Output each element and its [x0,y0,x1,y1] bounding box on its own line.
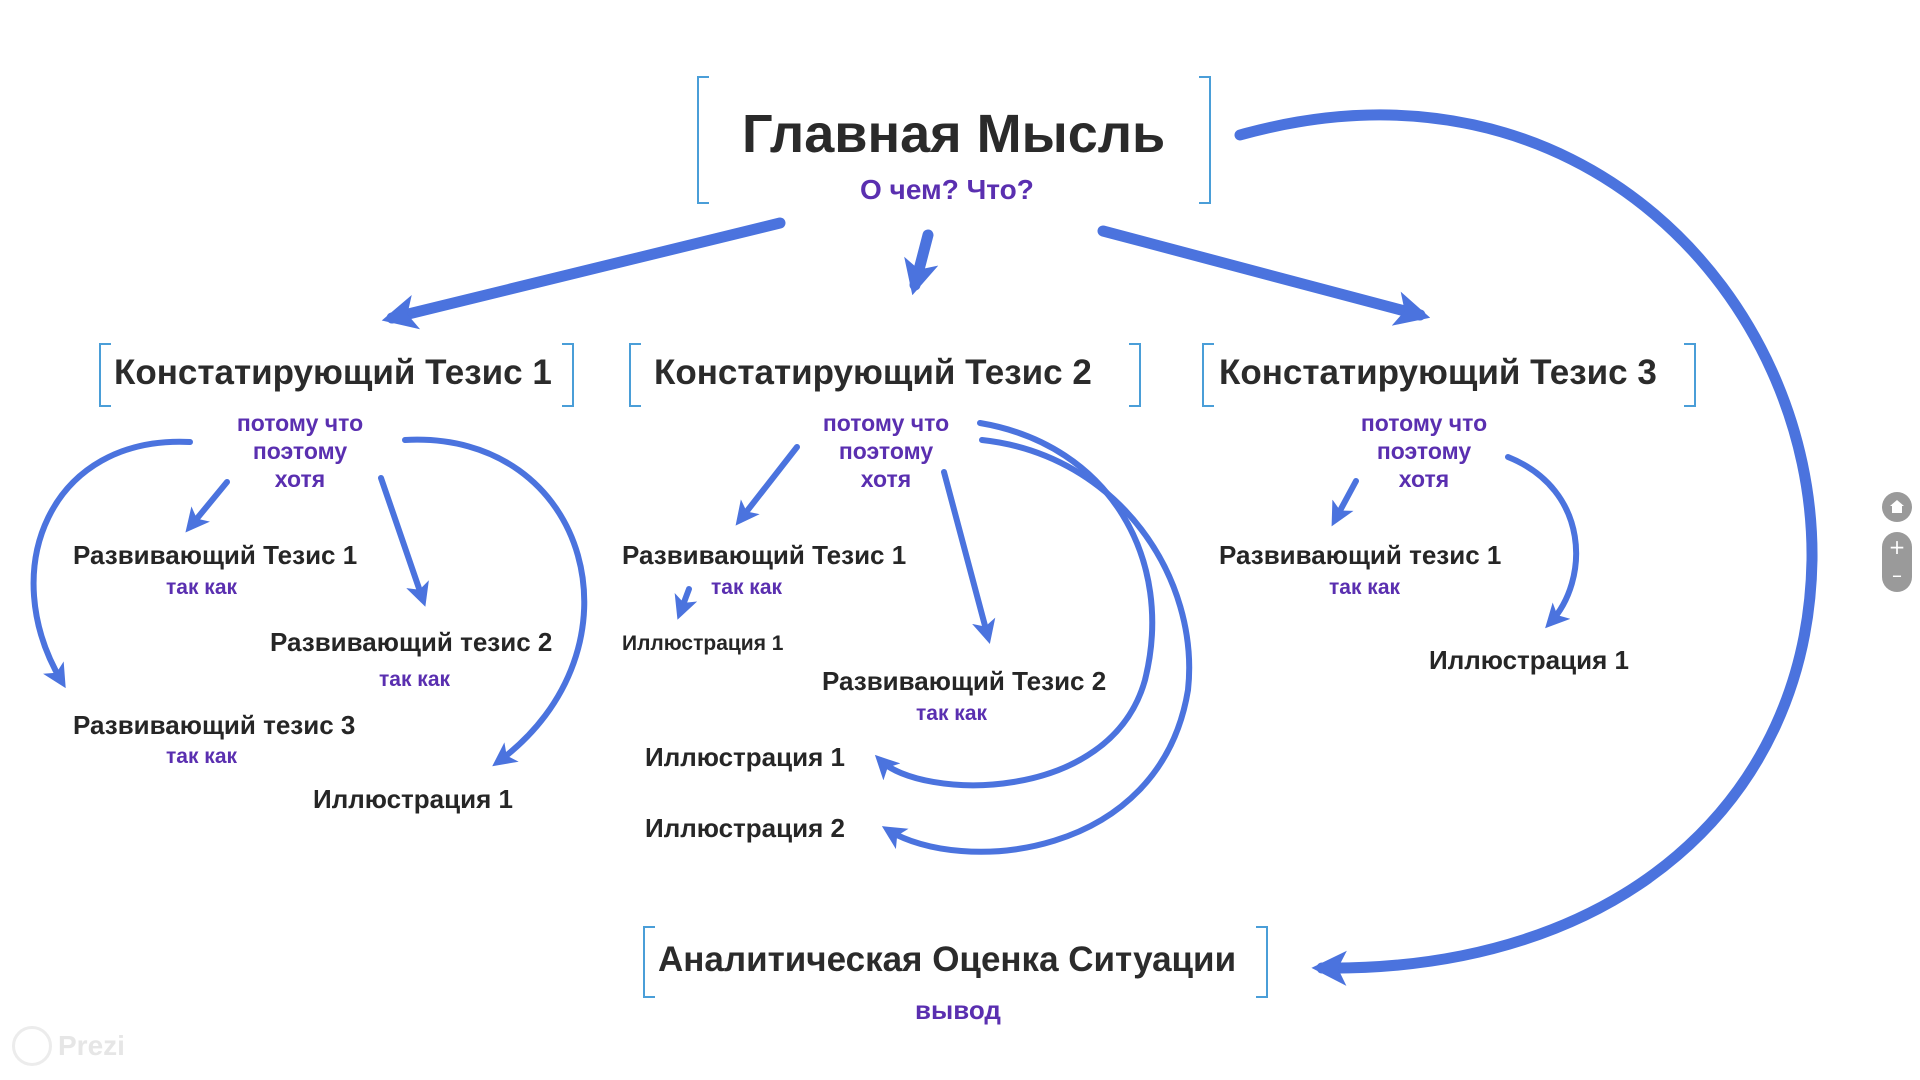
c1-dev-thesis-1-link: так как [166,576,238,599]
c3-dev-thesis-1-link: так как [1329,576,1401,599]
c2-dev-thesis-1: Развивающий Тезис 1 [622,540,907,570]
thesis-3-connectors: потому что поэтому хотя [1344,409,1504,493]
thesis-2-bracket-left [629,343,641,407]
c1-dev-thesis-2-link: так как [379,668,451,691]
connector-although: хотя [274,466,326,492]
arrow-c3-to-illus1 [1505,454,1580,629]
thesis-1-title: Констатирующий Тезис 1 [114,353,552,392]
home-button[interactable] [1882,492,1912,522]
thesis-2-connectors: потому что поэтому хотя [806,409,966,493]
arrow-c1-to-dev2 [378,475,429,607]
connector-although: хотя [1398,466,1450,492]
conclusion-title: Аналитическая Оценка Ситуации [658,940,1237,979]
main-bracket-right [1199,76,1211,204]
c2-illustration-2: Иллюстрация 2 [645,813,845,843]
connector-although: хотя [860,466,912,492]
c1-dev-thesis-3: Развивающий тезис 3 [73,710,356,740]
c1-illustration-1: Иллюстрация 1 [313,784,513,814]
c1-dev-thesis-1: Развивающий Тезис 1 [73,540,358,570]
c3-dev-thesis-1: Развивающий тезис 1 [1219,540,1502,570]
connector-because: потому что [236,410,364,436]
main-idea-title: Главная Мысль [742,104,1166,164]
c2-dev-thesis-1-link: так как [711,576,783,599]
thesis-2-title: Констатирующий Тезис 2 [654,353,1092,392]
connector-therefore: поэтому [252,438,348,464]
arrow-main-to-thesis-3 [1097,225,1431,326]
thesis-3-title: Констатирующий Тезис 3 [1219,353,1657,392]
thesis-2-bracket-right [1129,343,1141,407]
arrow-c2-to-dev1 [735,444,800,526]
home-icon [1890,500,1904,513]
c1-dev-thesis-3-link: так как [166,745,238,768]
conclusion-bracket-left [643,926,655,998]
thesis-1-connectors: потому что поэтому хотя [220,409,380,493]
arrow-c2-to-illus1 [874,420,1156,789]
thesis-1-bracket-right [562,343,574,407]
prezi-watermark: Prezi [58,1030,125,1061]
connector-because: потому что [822,410,950,436]
connector-because: потому что [1360,410,1488,436]
arrow-main-to-thesis-1 [381,217,786,330]
arrow-c3-to-dev1 [1331,478,1359,527]
c3-illustration-1: Иллюстрация 1 [1429,645,1629,675]
main-bracket-left [697,76,709,204]
c2-dev-thesis-2-link: так как [916,702,988,725]
zoom-control: + – [1882,532,1912,592]
c1-dev-thesis-2: Развивающий тезис 2 [270,627,553,657]
arrow-c2-to-dev2 [941,469,996,644]
c2-dev-thesis-2: Развивающий Тезис 2 [822,666,1107,696]
arrow-c2-dev1-to-illus [674,586,698,620]
c2-illustration-1: Иллюстрация 1 [645,742,845,772]
arrow-main-to-thesis-2 [904,229,939,296]
conclusion-bracket-right [1256,926,1268,998]
c2-illustration-small: Иллюстрация 1 [622,632,784,655]
connector-therefore: поэтому [1376,438,1472,464]
thesis-3-bracket-left [1202,343,1214,407]
thesis-1-bracket-left [99,343,111,407]
main-idea-subtitle: О чем? Что? [860,174,1034,205]
zoom-in-button[interactable]: + [1888,535,1906,559]
zoom-out-button[interactable]: – [1892,563,1902,587]
arrow-main-to-conclusion [1234,109,1818,986]
arrow-c1-to-illus1 [402,436,588,767]
arrow-c1-to-dev1 [185,479,230,533]
thesis-3-bracket-right [1684,343,1696,407]
arrow-c1-to-dev3 [30,438,193,689]
arrow-c2-to-illus2 [881,437,1193,855]
conclusion-subtitle: вывод [915,995,1001,1025]
prezi-logo-icon [12,1026,52,1066]
connector-therefore: поэтому [838,438,934,464]
